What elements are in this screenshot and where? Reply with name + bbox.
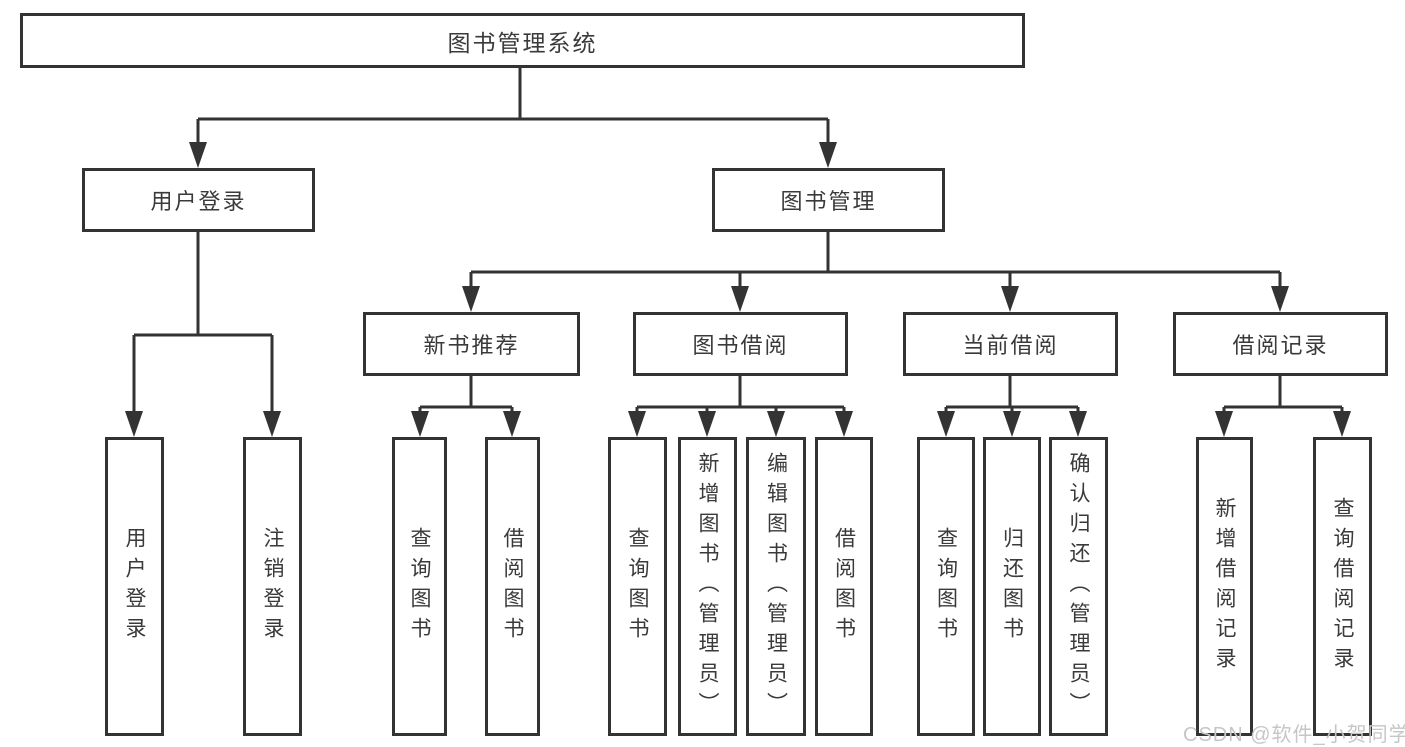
arrowhead-icon [698,411,716,437]
leaf-query-borrow-record-label: 查询借阅记录 [1331,496,1354,677]
node-book-borrowing: 图书借阅 [633,312,848,376]
node-current-borrowing: 当前借阅 [903,312,1118,376]
leaf-edit-books-admin-label: 编辑图书（管理员） [764,451,788,722]
arrowhead-icon [937,411,955,437]
leaf-logout: 注销登录 [243,437,302,736]
node-root-label: 图书管理系统 [447,29,598,56]
arrowhead-icon [628,411,646,437]
arrowhead-icon [1333,411,1351,437]
leaf-borrow-books-recommend: 借阅图书 [485,437,540,736]
connector-root-to-level2 [189,68,837,168]
node-user-login-label: 用户登录 [150,189,247,214]
arrowhead-icon [835,411,853,437]
arrowhead-icon [503,411,521,437]
arrowhead-icon [731,286,749,312]
leaf-return-books: 归还图书 [983,437,1041,736]
leaf-query-borrow-record: 查询借阅记录 [1313,437,1372,736]
arrowhead-icon [189,142,207,168]
arrowhead-icon [819,142,837,168]
csdn-watermark: CSDN @软件_小贺同学 [1183,724,1405,746]
node-borrowing-records-label: 借阅记录 [1232,333,1329,358]
leaf-confirm-return-admin-label: 确认归还（管理员） [1067,451,1090,722]
node-root: 图书管理系统 [20,13,1025,68]
arrowhead-icon [1003,411,1021,437]
node-current-borrowing-label: 当前借阅 [962,333,1059,358]
leaf-borrow-books-recommend-label: 借阅图书 [501,526,524,647]
arrowhead-icon [462,286,480,312]
leaf-logout-label: 注销登录 [261,526,284,647]
leaf-borrow-books-borrowing: 借阅图书 [815,437,873,736]
node-new-book-recommend: 新书推荐 [363,312,580,376]
node-user-login: 用户登录 [82,168,315,232]
arrowhead-icon [1271,286,1289,312]
leaf-edit-books-admin: 编辑图书（管理员） [746,437,806,736]
leaf-query-books-current: 查询图书 [917,437,975,736]
leaf-query-books-recommend: 查询图书 [392,437,447,736]
leaf-user-login-label: 用户登录 [123,526,146,647]
leaf-query-books-borrowing: 查询图书 [608,437,667,736]
leaf-query-books-recommend-label: 查询图书 [408,526,431,647]
leaf-add-books-admin: 新增图书（管理员） [678,437,737,736]
node-book-borrowing-label: 图书借阅 [692,333,789,358]
leaf-add-borrow-record: 新增借阅记录 [1196,437,1253,736]
arrowhead-icon [767,411,785,437]
leaf-confirm-return-admin: 确认归还（管理员） [1049,437,1108,736]
leaf-query-books-current-label: 查询图书 [934,526,958,647]
arrowhead-icon [1069,411,1087,437]
node-new-book-recommend-label: 新书推荐 [423,333,520,358]
leaf-add-books-admin-label: 新增图书（管理员） [696,451,719,722]
node-book-management: 图书管理 [712,168,945,232]
node-borrowing-records: 借阅记录 [1173,312,1388,376]
leaf-return-books-label: 归还图书 [1000,526,1024,647]
arrowhead-icon [125,411,143,437]
connector-book-borrowing-children [628,376,853,437]
node-book-management-label: 图书管理 [780,189,877,214]
arrowhead-icon [1001,286,1019,312]
arrowhead-icon [263,411,281,437]
leaf-add-borrow-record-label: 新增借阅记录 [1213,496,1236,677]
connector-user-login-children [125,232,281,437]
connector-new-book-recommend-children [411,376,521,437]
leaf-user-login: 用户登录 [105,437,164,736]
connector-current-borrowing-children [937,376,1087,437]
connector-book-management-children [462,232,1289,312]
arrowhead-icon [1215,411,1233,437]
connector-borrowing-records-children [1215,376,1351,437]
arrowhead-icon [411,411,429,437]
leaf-query-books-borrowing-label: 查询图书 [626,526,649,647]
leaf-borrow-books-borrowing-label: 借阅图书 [832,526,856,647]
